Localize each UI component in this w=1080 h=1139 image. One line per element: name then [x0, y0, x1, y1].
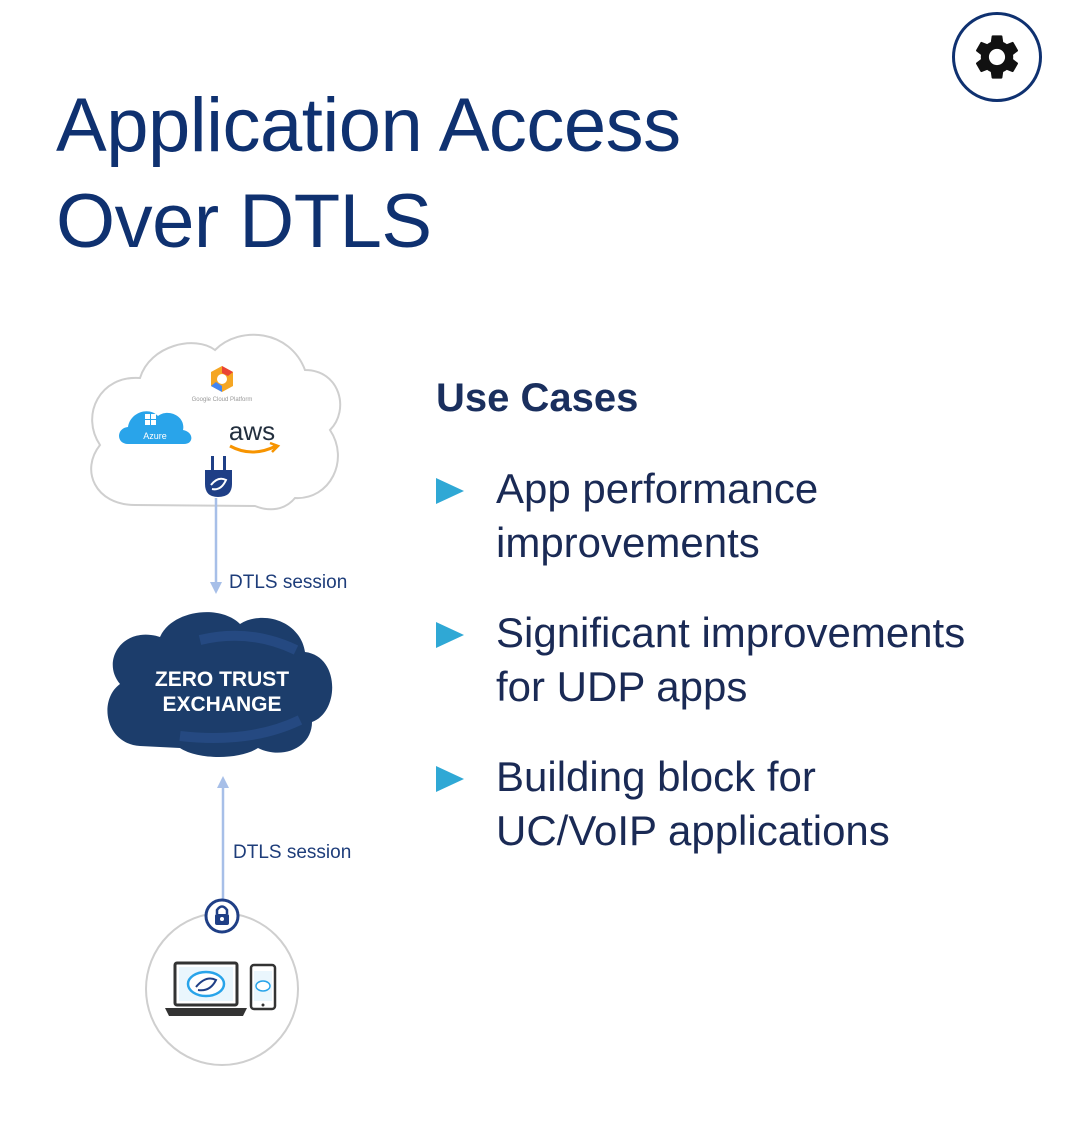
lock-icon — [204, 898, 240, 934]
zero-trust-exchange-cloud: ZERO TRUST EXCHANGE — [107, 612, 333, 757]
bottom-dtls-arrow — [217, 776, 229, 902]
triangle-bullet-icon — [436, 478, 464, 504]
aws-label: aws — [229, 416, 275, 446]
use-case-line: Significant improvements — [496, 609, 966, 656]
google-cloud-label: Google Cloud Platform — [192, 397, 253, 403]
cloud-providers-outline — [90, 333, 342, 511]
plug-icon — [205, 456, 232, 497]
azure-icon: Azure — [119, 411, 192, 444]
use-case-line: Building block for — [496, 753, 816, 800]
dtls-session-label-bottom: DTLS session — [233, 842, 351, 863]
use-cases-heading: Use Cases — [436, 376, 639, 420]
use-case-line: UC/VoIP applications — [496, 807, 890, 854]
dtls-session-label-top: DTLS session — [229, 572, 347, 593]
use-case-list: App performance improvements Significant… — [436, 462, 1056, 894]
dtls-diagram: Google Cloud Platform Azure aws DTLS ses… — [90, 333, 351, 1066]
slide-title-line-2: Over DTLS — [56, 179, 432, 264]
triangle-bullet-icon — [436, 766, 464, 792]
use-case-line: App performance — [496, 465, 819, 512]
use-case-line: improvements — [496, 519, 760, 566]
slide-title: Application Access Over DTLS — [56, 78, 681, 270]
aws-icon: aws — [229, 416, 281, 454]
use-case-item: Building block for UC/VoIP applications — [436, 750, 1056, 858]
use-case-item: Significant improvements for UDP apps — [436, 606, 1056, 714]
settings-button[interactable] — [952, 12, 1042, 102]
triangle-bullet-icon — [436, 622, 464, 648]
google-cloud-icon: Google Cloud Platform — [192, 366, 253, 403]
use-case-item: App performance improvements — [436, 462, 1056, 570]
top-dtls-arrow — [210, 498, 222, 594]
laptop-icon — [165, 961, 247, 1016]
gear-icon — [975, 35, 1019, 79]
azure-label: Azure — [143, 431, 167, 441]
use-case-line: for UDP apps — [496, 663, 748, 710]
phone-icon — [249, 963, 277, 1011]
exchange-label-line-1: ZERO TRUST — [155, 668, 289, 691]
slide-title-line-1: Application Access — [56, 83, 681, 168]
exchange-label-line-2: EXCHANGE — [162, 693, 281, 716]
